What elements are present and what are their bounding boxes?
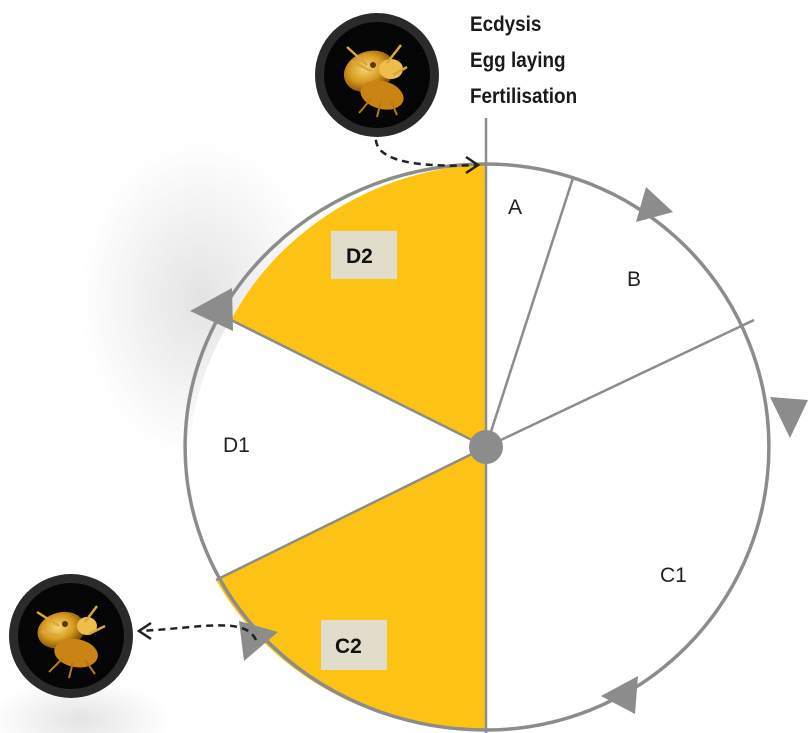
background-glow — [0, 680, 170, 733]
cycle-outline-left — [183, 162, 487, 732]
sector-c1 — [486, 320, 785, 731]
divider-b-c1 — [485, 318, 755, 449]
direction-arrow-icon — [601, 676, 638, 714]
stage-label-c1: C1 — [660, 564, 687, 587]
stage-label-a: A — [508, 196, 522, 219]
copepod-icon-bottom — [9, 574, 133, 698]
sector-c2 — [216, 447, 486, 731]
sector-d1 — [189, 320, 486, 580]
stage-label-c2: C2 — [335, 635, 362, 658]
divider-d1-d2 — [230, 318, 487, 449]
event-label-ecdysis: Ecdysis — [470, 13, 542, 36]
sector-b — [486, 178, 754, 447]
stage-label-box-c2 — [321, 620, 387, 670]
direction-arrow-icon — [636, 187, 673, 222]
divider-a-b — [484, 177, 575, 448]
direction-arrow-icon — [239, 621, 278, 661]
direction-arrow-icon — [770, 397, 808, 438]
divider-c2-d1 — [215, 445, 487, 582]
dashed-connector-top — [374, 127, 479, 167]
stage-label-box-d2 — [331, 231, 397, 279]
stage-label-b: B — [627, 268, 641, 291]
direction-arrow-icon — [190, 288, 233, 331]
event-label-egg-laying: Egg laying — [470, 49, 566, 72]
dashed-connector-bottom — [139, 624, 258, 641]
center-hub — [469, 430, 503, 464]
connector-arrowhead-icon — [465, 155, 481, 175]
stage-label-d1: D1 — [223, 434, 250, 457]
event-label-fertilisation: Fertilisation — [470, 85, 578, 108]
stage-label-d2: D2 — [346, 245, 373, 268]
connector-arrowhead-icon — [136, 621, 152, 641]
sector-d2 — [231, 164, 486, 447]
copepod-icon-top — [315, 13, 439, 137]
